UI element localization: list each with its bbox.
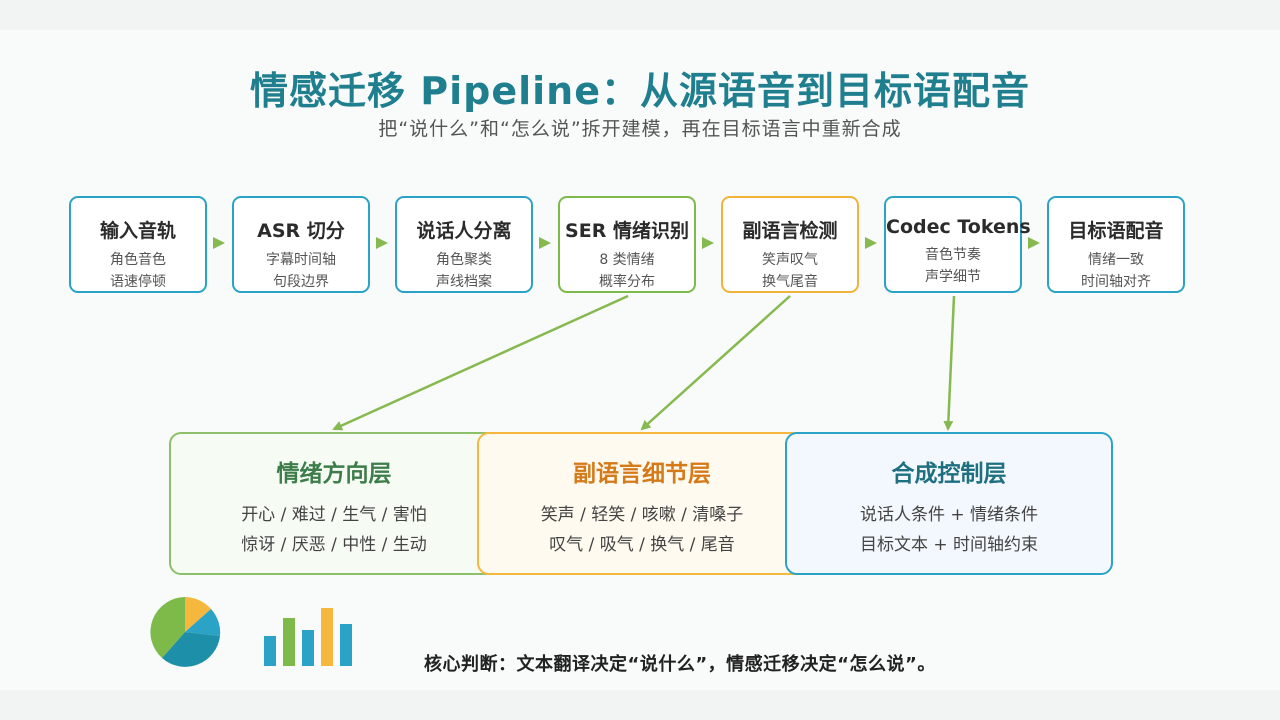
layer-paralinguistic: 副语言细节层 笑声 / 轻笑 / 咳嗽 / 清嗓子 叹气 / 吸气 / 换气 /… (477, 432, 807, 575)
step-title: 副语言检测 (742, 220, 838, 242)
pie-chart-icon (150, 597, 221, 667)
step-detail: 角色聚类 (436, 252, 492, 268)
step-detail: 概率分布 (599, 274, 655, 290)
step-detail: 笑声叹气 (762, 252, 818, 268)
bar-chart-icon (264, 608, 352, 666)
page-title: 情感迁移 Pipeline：从源语音到目标语配音 (250, 69, 1030, 113)
slide-background (0, 30, 1280, 690)
step-detail: 语速停顿 (110, 274, 166, 290)
step-detail: 8 类情绪 (599, 252, 655, 268)
step-detail: 换气尾音 (762, 274, 818, 290)
step-detail: 角色音色 (110, 252, 166, 268)
step-detail: 声学细节 (925, 269, 981, 285)
step-detail: 情绪一致 (1088, 252, 1144, 268)
step-title: SER 情绪识别 (565, 220, 689, 242)
arrow-right-icon (539, 237, 551, 249)
step-codec: Codec Tokens 音色节奏 声学细节 (884, 196, 1031, 293)
arrow-right-icon (213, 237, 225, 249)
layer-detail: 惊讶 / 厌恶 / 中性 / 生动 (241, 535, 427, 555)
step-title: 输入音轨 (99, 220, 176, 242)
step-target-dub: 目标语配音 情绪一致 时间轴对齐 (1047, 196, 1185, 293)
step-asr: ASR 切分 字幕时间轴 句段边界 (232, 196, 370, 293)
layer-synthesis-control: 合成控制层 说话人条件 + 情绪条件 目标文本 + 时间轴约束 (785, 432, 1113, 575)
layer-detail: 目标文本 + 时间轴约束 (859, 535, 1039, 555)
step-ser: SER 情绪识别 8 类情绪 概率分布 (558, 196, 696, 293)
arrow-right-icon (1028, 237, 1040, 249)
layer-title: 副语言细节层 (573, 461, 711, 487)
layer-title: 情绪方向层 (276, 461, 392, 487)
footer-conclusion: 核心判断：文本翻译决定“说什么”，情感迁移决定“怎么说”。 (424, 654, 936, 675)
arrow-right-icon (376, 237, 388, 249)
step-paralinguistic: 副语言检测 笑声叹气 换气尾音 (721, 196, 859, 293)
page-subtitle: 把“说什么”和“怎么说”拆开建模，再在目标语言中重新合成 (378, 118, 902, 140)
step-detail: 时间轴对齐 (1081, 274, 1151, 290)
step-title: Codec Tokens (886, 216, 1031, 238)
layer-detail: 叹气 / 吸气 / 换气 / 尾音 (549, 535, 735, 555)
step-title: ASR 切分 (257, 220, 345, 242)
step-detail: 声线档案 (436, 274, 492, 290)
step-detail: 字幕时间轴 (266, 252, 336, 268)
step-title: 说话人分离 (416, 220, 512, 242)
step-title: 目标语配音 (1068, 220, 1164, 242)
layer-detail: 开心 / 难过 / 生气 / 害怕 (241, 505, 427, 525)
layer-title: 合成控制层 (891, 461, 1007, 487)
step-input-audio: 输入音轨 角色音色 语速停顿 (69, 196, 207, 293)
layer-detail: 笑声 / 轻笑 / 咳嗽 / 清嗓子 (540, 505, 744, 525)
arrow-right-icon (702, 237, 714, 249)
step-detail: 音色节奏 (925, 247, 981, 263)
step-detail: 句段边界 (273, 274, 329, 290)
step-diarization: 说话人分离 角色聚类 声线档案 (395, 196, 533, 293)
layer-detail: 说话人条件 + 情绪条件 (859, 505, 1039, 525)
arrow-right-icon (865, 237, 877, 249)
layer-emotion: 情绪方向层 开心 / 难过 / 生气 / 害怕 惊讶 / 厌恶 / 中性 / 生… (169, 432, 499, 575)
